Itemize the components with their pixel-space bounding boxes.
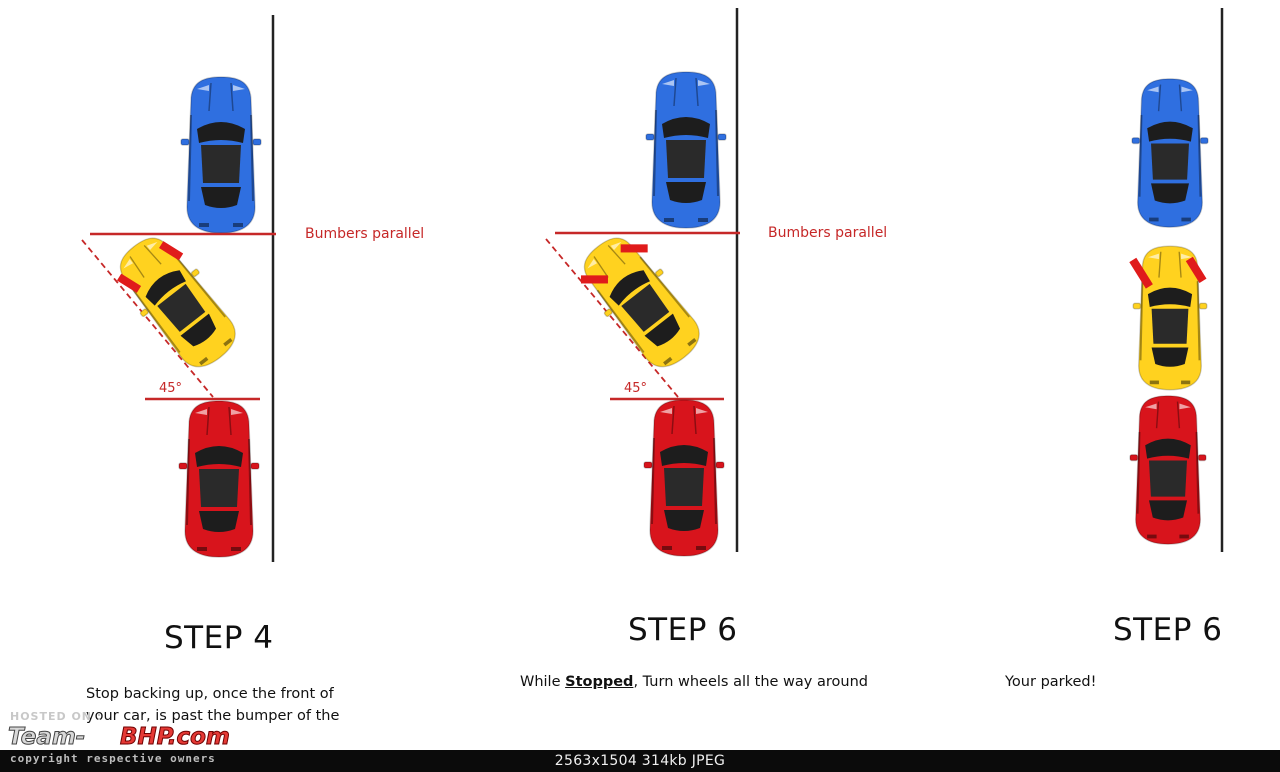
panel-2-drawing [545,8,740,557]
parked-car-3 [1129,245,1208,391]
rear-car-3 [1129,394,1207,546]
description-emphasis: Stopped [565,674,634,690]
step-description-2: While Stopped, Turn wheels all the way a… [520,671,868,693]
watermark-copyright: copyright respective owners [10,752,216,765]
wheel-marker [580,275,608,284]
angle-guide-1 [81,239,214,398]
step-description-3: Your parked! [1005,674,1097,690]
bumpers-parallel-label-2: Bumbers parallel [768,225,888,241]
watermark-hosted: HOSTED ON : [10,710,103,723]
front-car-3 [1131,77,1209,229]
wheel-marker [159,241,184,261]
watermark-logo-team: Team- [7,724,86,751]
angle-label-2: 45° [624,381,648,396]
wheel-marker [620,244,648,253]
rear-car-1 [178,400,260,558]
description-suffix: , Turn wheels all the way around [633,674,868,690]
image-info-bar [0,750,1280,772]
angle-guide-2 [545,238,679,398]
wheel-marker [1185,256,1207,284]
watermark-logo-bhp: BHP.com [120,724,231,751]
panel-3-drawing [1129,8,1224,552]
rear-car-2 [643,399,725,557]
bumpers-parallel-label-1: Bumbers parallel [305,226,425,242]
description-prefix: While [520,674,566,690]
step-title-2: STEP 6 [628,612,738,648]
step-description-1: Stop backing up, once the front of your … [86,686,340,724]
front-car-1 [180,76,262,234]
step-title-3: STEP 6 [1113,612,1223,648]
angle-label-1: 45° [159,381,183,396]
parking-car-2 [568,223,714,381]
wheel-marker [116,273,142,293]
parking-car-1 [104,223,250,381]
panel-1-drawing [81,15,276,562]
wheel-marker [1129,257,1153,289]
step-title-1: STEP 4 [164,620,274,656]
image-info-text: 2563x1504 314kb JPEG [554,753,726,769]
front-car-2 [645,71,727,229]
